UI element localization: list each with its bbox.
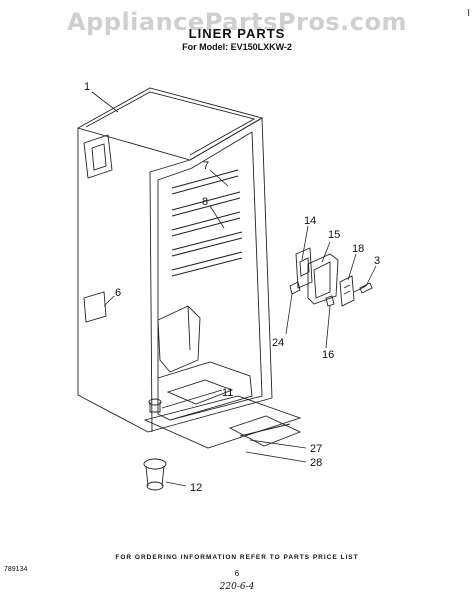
model-line: For Model: EV150LXKW-2: [182, 42, 292, 52]
callout-16: 16: [322, 349, 334, 361]
handwritten-note: 220-6-4: [219, 582, 255, 592]
leader-lines: [91, 91, 377, 487]
document-number: 789134: [4, 566, 28, 573]
callout-6: 6: [115, 287, 121, 299]
callout-7: 7: [203, 160, 209, 172]
cabinet-liner: [76, 87, 273, 433]
callout-11: 11: [222, 387, 233, 399]
edge-mark: I: [467, 8, 470, 19]
callout-28: 28: [310, 457, 322, 469]
callout-18: 18: [352, 243, 364, 255]
callout-12: 12: [190, 482, 202, 494]
callout-24: 24: [272, 337, 284, 349]
callout-1: 1: [84, 81, 90, 93]
callout-15: 15: [328, 229, 340, 241]
diagram-title: LINER PARTS: [188, 26, 286, 41]
callout-8: 8: [202, 196, 208, 208]
callout-3: 3: [374, 255, 380, 267]
callout-27: 27: [310, 443, 322, 455]
drain-trough: [143, 395, 302, 449]
ordering-note: FOR ORDERING INFORMATION REFER TO PARTS …: [115, 554, 359, 561]
watermark: AppliancePartsPros.com: [67, 8, 407, 36]
page-number: 6: [234, 569, 240, 578]
callout-14: 14: [304, 215, 316, 227]
drain-cap: [143, 398, 167, 491]
callout-labels: 1 7 8 6 14 15 18 3 24 16 11 12 27 28: [84, 81, 380, 494]
